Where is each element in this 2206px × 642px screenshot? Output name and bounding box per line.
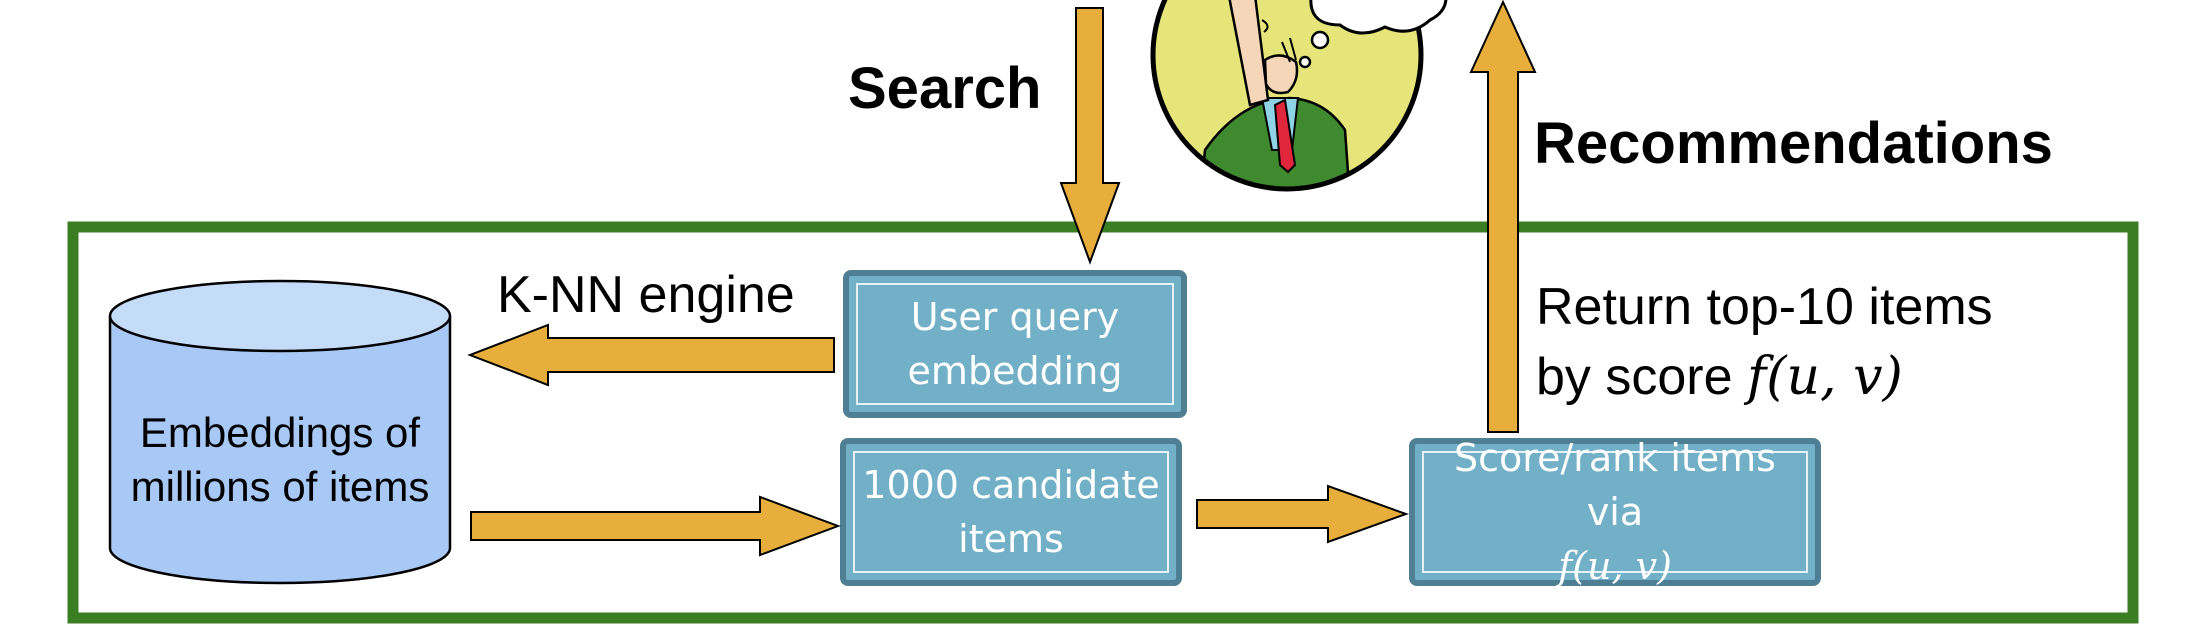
score-rank-box: Score/rank items via f(u, v) bbox=[1412, 436, 1818, 588]
score-rank-formula: f(u, v) bbox=[1558, 544, 1672, 588]
database-label: Embeddings of millions of items bbox=[110, 395, 450, 525]
return-top-items-label: Return top-10 items by score f(u, v) bbox=[1536, 272, 1993, 412]
user-query-line-2: embedding bbox=[907, 349, 1123, 393]
recommendations-label: Recommendations bbox=[1534, 111, 2053, 176]
user-query-line-1: User query bbox=[910, 295, 1120, 339]
candidates-box-shape bbox=[840, 438, 1182, 586]
score-rank-line-2-prefix: via bbox=[1586, 490, 1644, 534]
knn-engine-label: K-NN engine bbox=[497, 266, 795, 324]
search-arrow bbox=[1059, 7, 1121, 265]
return-line-2-prefix: by score bbox=[1536, 348, 1747, 406]
database-line-2: millions of items bbox=[130, 463, 430, 510]
candidates-arrow bbox=[470, 495, 841, 557]
return-line-1: Return top-10 items bbox=[1536, 278, 1993, 336]
candidates-box: 1000 candidate items bbox=[843, 441, 1179, 583]
score-function-formula: f(u, v) bbox=[1746, 347, 1903, 407]
recommendations-arrow bbox=[1469, 0, 1537, 433]
thought-bubble-icon bbox=[1298, 0, 1448, 69]
thinking-person-icon bbox=[1150, 0, 1424, 192]
candidates-line-2: items bbox=[958, 517, 1064, 561]
search-label: Search bbox=[848, 56, 1042, 121]
knn-query-arrow bbox=[467, 323, 835, 387]
score-rank-box-shape bbox=[1409, 438, 1821, 586]
score-rank-line-2: via f(u, v) bbox=[1558, 485, 1672, 593]
score-rank-line-1: Score/rank items bbox=[1454, 436, 1776, 480]
user-query-box: User query embedding bbox=[846, 273, 1184, 415]
embeddings-database bbox=[108, 279, 452, 585]
candidates-line-1: 1000 candidate bbox=[862, 463, 1160, 507]
database-line-1: Embeddings of bbox=[139, 409, 421, 456]
rank-arrow bbox=[1196, 484, 1409, 544]
user-query-box-shape bbox=[843, 270, 1187, 418]
return-line-2: by score f(u, v) bbox=[1536, 342, 1993, 412]
